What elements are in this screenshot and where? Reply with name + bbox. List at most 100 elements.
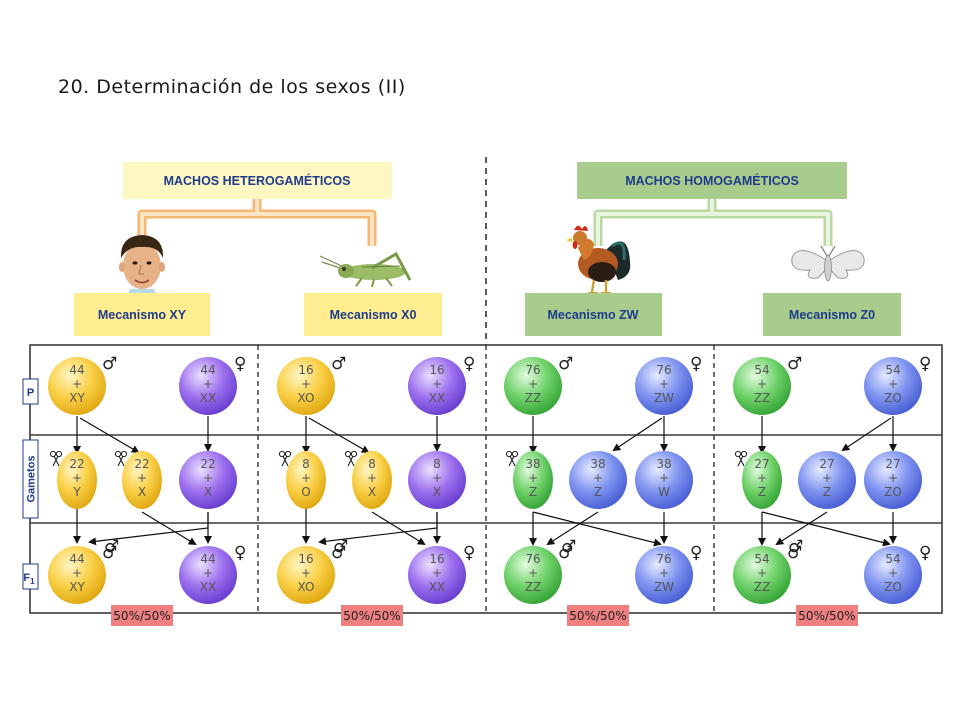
sphere-text: + <box>757 377 767 391</box>
header-heterogametic-box <box>123 162 392 199</box>
sphere-text: + <box>72 377 82 391</box>
bracket-homogametic <box>593 199 833 246</box>
mechanism-z0-label: Mecanismo Z0 <box>789 308 875 322</box>
bracket-heterogametic <box>137 199 377 246</box>
sphere-text: + <box>659 566 669 580</box>
sphere-body <box>277 357 335 415</box>
sphere-text: ZW <box>654 580 674 594</box>
arrow <box>141 511 197 546</box>
male-symbol-icon: ♂ <box>331 543 346 563</box>
male-symbol-icon: ♂ <box>102 543 117 563</box>
sphere-text: X <box>138 485 146 499</box>
sphere-body <box>635 357 693 415</box>
arrow <box>546 511 599 546</box>
sphere-text: 44 <box>200 363 215 377</box>
sphere-body <box>408 451 466 509</box>
svg-text:Gametos: Gametos <box>26 455 38 502</box>
percent-box-bg <box>796 605 858 626</box>
mechanism-x0: Mecanismo X0 <box>304 293 442 336</box>
cell-sphere: 44+XY♂ <box>48 543 117 604</box>
sphere-body <box>179 546 237 604</box>
sphere-body <box>864 546 922 604</box>
sphere-text: + <box>528 471 538 485</box>
female-symbol-icon: ♀ <box>690 543 702 563</box>
arrow <box>761 511 891 547</box>
sphere-body <box>569 451 627 509</box>
sphere-text: 16 <box>298 552 313 566</box>
female-symbol-icon: ♀ <box>919 543 931 563</box>
sphere-text: + <box>432 566 442 580</box>
female-symbol-icon: ♀ <box>690 354 702 374</box>
mechanism-x0-label: Mecanismo X0 <box>330 308 417 322</box>
sphere-text: X <box>433 485 441 499</box>
page-title: 20. Determinación de los sexos (II) <box>58 76 406 98</box>
sphere-body <box>742 451 782 509</box>
arrows <box>73 416 897 547</box>
sphere-text: ZZ <box>754 580 770 594</box>
percent-box: 50%/50% <box>796 605 858 626</box>
scissors-icon <box>114 450 128 467</box>
man-face-icon <box>119 235 165 298</box>
male-symbol-icon: ♂ <box>788 537 803 557</box>
sphere-text: 76 <box>656 363 671 377</box>
male-symbol-icon: ♂ <box>104 537 119 557</box>
sphere-text: 76 <box>525 552 540 566</box>
sphere-text: XX <box>200 391 216 405</box>
percent-box: 50%/50% <box>341 605 403 626</box>
female-symbol-icon: ♀ <box>463 354 475 374</box>
sphere-text: + <box>593 471 603 485</box>
sphere-text: ZZ <box>525 391 541 405</box>
cell-sphere: 38+Z <box>505 450 553 509</box>
sphere-text: ZO <box>884 485 902 499</box>
scissors-icon <box>344 450 358 467</box>
header-homogametic-label: MACHOS HOMOGAMÉTICOS <box>625 173 799 188</box>
sphere-text: XY <box>69 580 85 594</box>
sphere-body <box>122 451 162 509</box>
sphere-text: Z <box>594 485 602 499</box>
sphere-text: 22 <box>200 457 215 471</box>
sphere-body <box>352 451 392 509</box>
header-heterogametic-label: MACHOS HETEROGAMÉTICOS <box>164 173 351 188</box>
sphere-text: 22 <box>69 457 84 471</box>
mechanism-xy-label: Mecanismo XY <box>98 308 187 322</box>
percent-box-bg <box>111 605 173 626</box>
sphere-text: O <box>301 485 310 499</box>
sphere-text: XX <box>429 580 445 594</box>
arrow <box>841 417 892 452</box>
sphere-body <box>408 357 466 415</box>
sphere-body <box>179 451 237 509</box>
sphere-text: + <box>72 471 82 485</box>
cell-sphere: 16+XX♀ <box>408 354 475 415</box>
cell-sphere: 16+XO♂ <box>277 543 346 604</box>
sphere-text: X <box>368 485 376 499</box>
cell-sphere: 44+XX♀ <box>179 543 246 604</box>
cell-sphere: 27+ZO <box>864 451 922 509</box>
sphere-body <box>504 546 562 604</box>
header-homogametic: MACHOS HOMOGAMÉTICOS <box>577 162 847 199</box>
sphere-body <box>57 451 97 509</box>
sphere-text: 54 <box>885 363 900 377</box>
male-symbol-icon: ♂ <box>787 543 802 563</box>
female-symbol-icon: ♀ <box>234 354 246 374</box>
sphere-text: Z <box>758 485 766 499</box>
cell-sphere: 8+O <box>278 450 326 509</box>
cell-sphere: 22+X <box>114 450 162 509</box>
cell-sphere: 44+XY♂ <box>48 354 117 415</box>
sphere-text: + <box>301 377 311 391</box>
sphere-body <box>635 451 693 509</box>
sphere-body <box>277 546 335 604</box>
row-label-gametes: Gametos <box>22 439 39 519</box>
sphere-text: ZO <box>884 580 902 594</box>
cell-sphere: 27+Z <box>798 451 856 509</box>
cell-sphere: 38+Z <box>569 451 627 509</box>
sphere-text: + <box>72 566 82 580</box>
percent-box: 50%/50% <box>567 605 629 626</box>
sphere-text: + <box>822 471 832 485</box>
female-symbol-icon: ♀ <box>919 354 931 374</box>
mechanism-zw: Mecanismo ZW <box>525 293 662 336</box>
cell-sphere: 54+ZO♀ <box>864 543 931 604</box>
scissors-icon <box>734 450 748 467</box>
sphere-text: Y <box>72 485 81 499</box>
sphere-text: + <box>432 471 442 485</box>
sphere-text: Z <box>529 485 537 499</box>
